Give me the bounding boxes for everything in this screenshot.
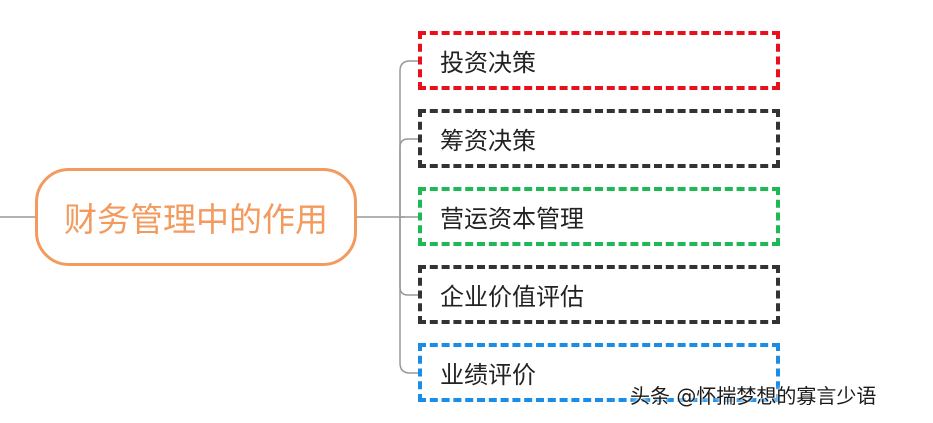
child-node-label: 营运资本管理	[440, 205, 584, 233]
watermark-text: 头条 @怀揣梦想的寡言少语	[630, 384, 877, 408]
branch-connector-1	[399, 60, 418, 217]
child-node-label: 投资决策	[440, 49, 536, 77]
child-node-performance[interactable]: 业绩评价	[418, 343, 780, 402]
branch-connector-2	[399, 138, 418, 217]
branch-connector-4	[399, 217, 418, 296]
child-node-valuation[interactable]: 企业价值评估	[418, 265, 780, 324]
root-node-label: 财务管理中的作用	[64, 200, 328, 239]
child-node-label: 业绩评价	[440, 361, 536, 389]
child-node-investment[interactable]: 投资决策	[418, 31, 780, 90]
root-node[interactable]: 财务管理中的作用	[35, 168, 357, 266]
child-node-working-capital[interactable]: 营运资本管理	[418, 187, 780, 246]
child-node-financing[interactable]: 筹资决策	[418, 109, 780, 168]
branch-connector-5	[399, 217, 418, 374]
child-node-label: 企业价值评估	[440, 283, 584, 311]
child-node-label: 筹资决策	[440, 127, 536, 155]
